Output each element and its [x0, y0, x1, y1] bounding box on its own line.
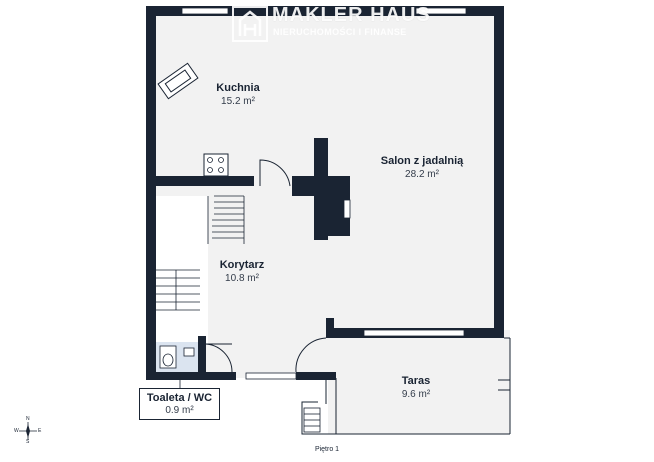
korytarz-area: 10.8 m²	[225, 273, 260, 284]
house-logo-icon	[232, 6, 268, 42]
compass-e: E	[38, 428, 42, 434]
terrace-floor	[328, 330, 510, 434]
toilet-icon	[159, 345, 177, 369]
salon-name: Salon z jadalnią	[381, 155, 464, 167]
toaleta-name: Toaleta / WC	[146, 392, 213, 404]
kuchnia-area: 15.2 m²	[221, 96, 256, 107]
taras-area: 9.6 m²	[402, 389, 431, 400]
fireplace-icon	[343, 199, 351, 219]
windows	[181, 7, 467, 380]
compass-w: W	[14, 428, 19, 434]
stove-icon	[203, 153, 229, 177]
logo-subtitle: NIERUCHOMOŚCI I FINANSE	[273, 27, 407, 37]
doors	[203, 159, 327, 373]
terrace-steps	[303, 407, 321, 433]
washbasin-icon	[183, 347, 195, 357]
compass-s: S	[26, 439, 30, 445]
floor-label: Piętro 1	[314, 446, 340, 453]
kuchnia-name: Kuchnia	[216, 82, 260, 94]
sink-icon	[157, 62, 199, 100]
compass-icon: N S W E	[14, 417, 42, 445]
korytarz-name: Korytarz	[220, 259, 265, 271]
logo-title: MAKLER HAUS	[272, 4, 431, 26]
stairs	[156, 195, 245, 311]
compass-n: N	[26, 416, 30, 422]
wc-label-box: Toaleta / WC 0.9 m²	[139, 388, 220, 420]
terrace-outline	[301, 337, 511, 435]
toaleta-area: 0.9 m²	[165, 405, 194, 416]
salon-area: 28.2 m²	[405, 169, 440, 180]
taras-name: Taras	[402, 375, 431, 387]
